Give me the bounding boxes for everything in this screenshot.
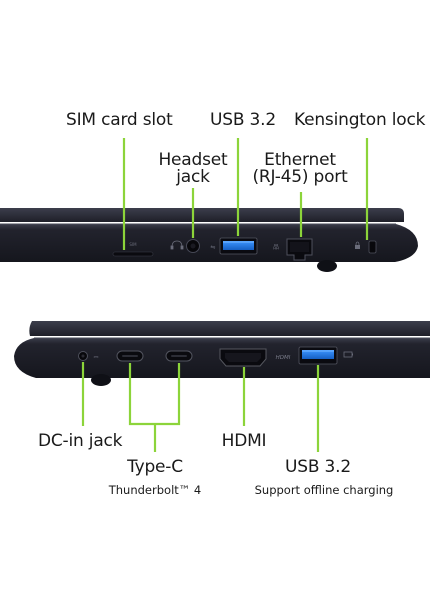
headset-jack-port	[170, 239, 200, 253]
offline-charging-sublabel: Support offline charging	[254, 483, 394, 497]
top-laptop-side: SIM ⇋	[0, 208, 418, 272]
usb32-top-label: USB 3.2	[210, 110, 276, 130]
headset-jack-label-line1: Headset	[158, 150, 228, 170]
bottom-foot	[91, 374, 111, 386]
ethernet-label-line2: (RJ-45) port	[252, 167, 348, 187]
hdmi-glyph: HDMI	[276, 355, 291, 361]
type-c-label: Type-C	[127, 457, 183, 477]
top-callout-lines	[122, 138, 369, 250]
network-icon: 品	[273, 244, 279, 251]
headset-icon	[170, 240, 184, 250]
hdmi-port: HDMI	[219, 348, 291, 367]
dc-in-jack-label: DC-in jack	[38, 431, 123, 451]
usb32-bottom-label: USB 3.2	[285, 457, 351, 477]
bottom-callout-lines	[81, 362, 320, 452]
ethernet-label-line1: Ethernet	[264, 150, 336, 170]
bottom-laptop-side: ⎓ HDMI	[14, 321, 430, 386]
thunderbolt-sublabel: Thunderbolt™ 4	[108, 483, 202, 497]
type-c-port-1	[116, 350, 144, 362]
sim-glyph: SIM	[129, 242, 137, 247]
sim-card-slot-port: SIM	[112, 242, 154, 257]
ethernet-port: 品	[273, 238, 313, 261]
power-icon: ⎓	[94, 354, 99, 361]
usb-32-port-bottom	[298, 346, 353, 365]
kensington-lock-port	[355, 240, 377, 254]
hdmi-label: HDMI	[221, 431, 267, 451]
type-c-port-2	[165, 350, 193, 362]
battery-charge-icon	[343, 351, 353, 358]
top-foot	[317, 260, 337, 272]
top-lid	[0, 208, 404, 222]
usb-ss-icon: ⇋	[210, 244, 215, 251]
dc-in-jack-port: ⎓	[78, 351, 99, 361]
headset-jack-label-line2: jack	[176, 167, 210, 187]
top-base	[0, 224, 418, 262]
sim-card-slot-label: SIM card slot	[66, 110, 173, 130]
bottom-lid	[29, 321, 430, 336]
kensington-lock-label: Kensington lock	[294, 110, 426, 130]
usb-32-port-top: ⇋	[210, 237, 258, 255]
lock-icon	[355, 241, 360, 249]
